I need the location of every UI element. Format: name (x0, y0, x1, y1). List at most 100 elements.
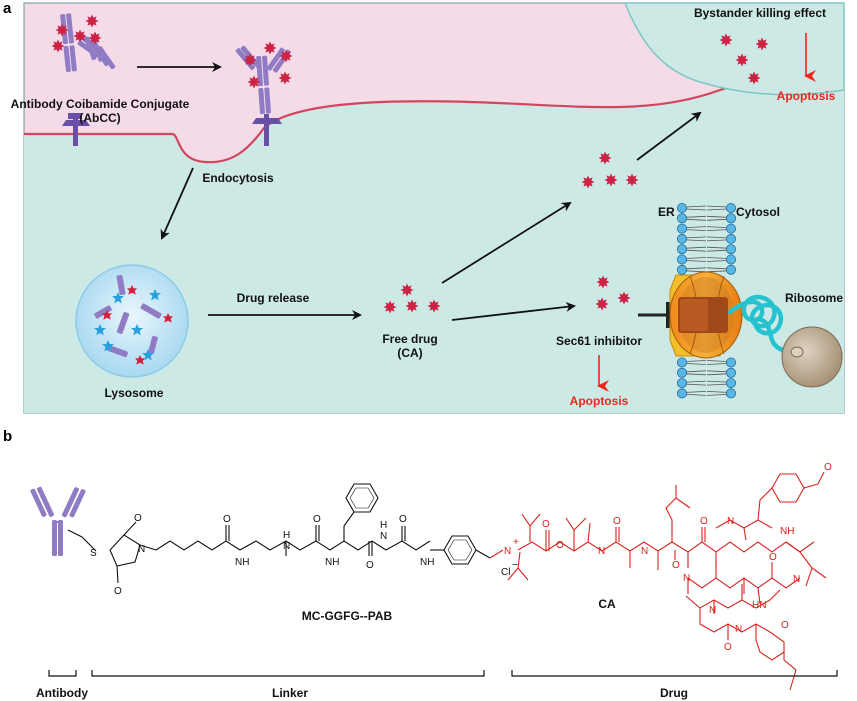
lipid-tail (706, 380, 728, 383)
nascent-peptide (727, 294, 798, 355)
atom-sulfur: S (90, 548, 97, 559)
atom-nh-1: NH (235, 557, 249, 568)
lipid-tail (685, 229, 707, 231)
lipid-head (726, 254, 737, 265)
antibody-drug-conjugate-free (51, 13, 116, 73)
lipid-tail (685, 380, 707, 383)
lipid-tail (685, 360, 707, 362)
atom-n-9: N (735, 624, 742, 635)
linker-skeleton (67, 483, 491, 584)
bracket-linker-label: Linker (272, 686, 308, 700)
neighbour-cell (623, 2, 845, 96)
lipid-tail (706, 267, 728, 270)
drug-name: CA (598, 597, 616, 611)
lipid-tail (706, 246, 728, 249)
lipid-tail (685, 391, 707, 393)
lipid-tail (706, 249, 728, 252)
panel-b-label: b (3, 428, 12, 445)
arrow-to-sec61 (451, 301, 576, 321)
sec61-inhibitor-label: Sec61 inhibitor (556, 334, 642, 348)
lipid-head (726, 233, 737, 244)
lipid-head (677, 254, 688, 265)
lipid-tail (685, 218, 707, 221)
lipid-tail (685, 208, 707, 211)
apoptosis-bottom-label: Apoptosis (570, 394, 629, 408)
bracket-antibody-label: Antibody (36, 686, 88, 700)
atom-o-8: O (556, 540, 564, 551)
cell-cytoplasm (24, 80, 844, 413)
lipid-tail (706, 373, 728, 376)
lipid-head (677, 202, 688, 213)
lipid-tail (706, 215, 728, 218)
atom-o-5: O (366, 560, 374, 571)
atom-n-1: N (283, 541, 290, 552)
lipid-tail (685, 383, 707, 386)
ribosome (781, 326, 843, 388)
lipid-head (677, 233, 688, 244)
lipid-head (726, 213, 737, 224)
atom-o-15: O (781, 620, 789, 631)
lipid-head (677, 244, 688, 255)
atom-n-succinimide: N (138, 544, 145, 555)
panel-b-structure: S N O O O NH H N O NH O H N O NH N + Cl … (30, 462, 838, 700)
atom-n-7: N (793, 574, 800, 585)
atom-o-7: O (542, 519, 550, 530)
lipid-tail (706, 383, 728, 386)
lipid-tail (685, 373, 707, 376)
lipid-head (677, 357, 688, 368)
lipid-head (677, 367, 688, 378)
lipid-head (726, 378, 737, 389)
lipid-head (726, 202, 737, 213)
lysosome (75, 264, 189, 378)
atom-h-2: H (380, 520, 387, 531)
atom-o-6: O (399, 514, 407, 525)
drug-release-label: Drug release (237, 291, 310, 305)
atom-h-1: H (283, 530, 290, 541)
lipid-head (726, 223, 737, 234)
lipid-tail (685, 257, 707, 259)
antibody-icon (30, 486, 86, 556)
lipid-tail (685, 226, 707, 228)
free-drug-label-line2: (CA) (397, 346, 422, 360)
lipid-tail (685, 215, 707, 218)
lipid-head (677, 388, 688, 399)
lipid-tail (706, 208, 728, 211)
apoptosis-top-label: Apoptosis (777, 89, 836, 103)
panel-a-label: a (3, 0, 12, 17)
drug-skeleton (489, 471, 827, 691)
atom-n-3: N (598, 546, 605, 557)
atom-n-4: N (641, 546, 648, 557)
lipid-head (726, 264, 737, 275)
lipid-tail (706, 270, 728, 273)
lipid-tail (685, 270, 707, 273)
lipid-tail (706, 257, 728, 259)
lipid-tail (685, 249, 707, 252)
atom-o-1: O (134, 513, 142, 524)
lipid-head (677, 378, 688, 389)
lipid-head (677, 264, 688, 275)
ribosome-label: Ribosome (785, 291, 843, 305)
arrow-to-bystander (441, 201, 572, 284)
lipid-head (726, 367, 737, 378)
lipid-head (726, 244, 737, 255)
lipid-tail (685, 267, 707, 270)
panel-a: Antibody Coibamide Conjugate (AbCC) Endo… (11, 2, 845, 414)
atom-cl: Cl (501, 567, 510, 578)
sec61-channel (669, 271, 743, 359)
atom-nh-4: NH (780, 526, 794, 537)
lipid-tail (685, 239, 707, 242)
lipid-head (726, 357, 737, 368)
lipid-tail (685, 260, 707, 262)
lipid-tail (706, 370, 728, 373)
atom-o-4: O (313, 514, 321, 525)
lipid-head (677, 213, 688, 224)
brackets (48, 670, 838, 677)
bystander-label: Bystander killing effect (694, 6, 826, 20)
atom-nh-2: NH (325, 557, 339, 568)
antibody-drug-conjugate-bound (235, 41, 293, 146)
lipid-tail (685, 246, 707, 249)
lipid-tail (685, 363, 707, 365)
lipid-tail (685, 205, 707, 208)
atom-hn-1: HN (752, 600, 766, 611)
